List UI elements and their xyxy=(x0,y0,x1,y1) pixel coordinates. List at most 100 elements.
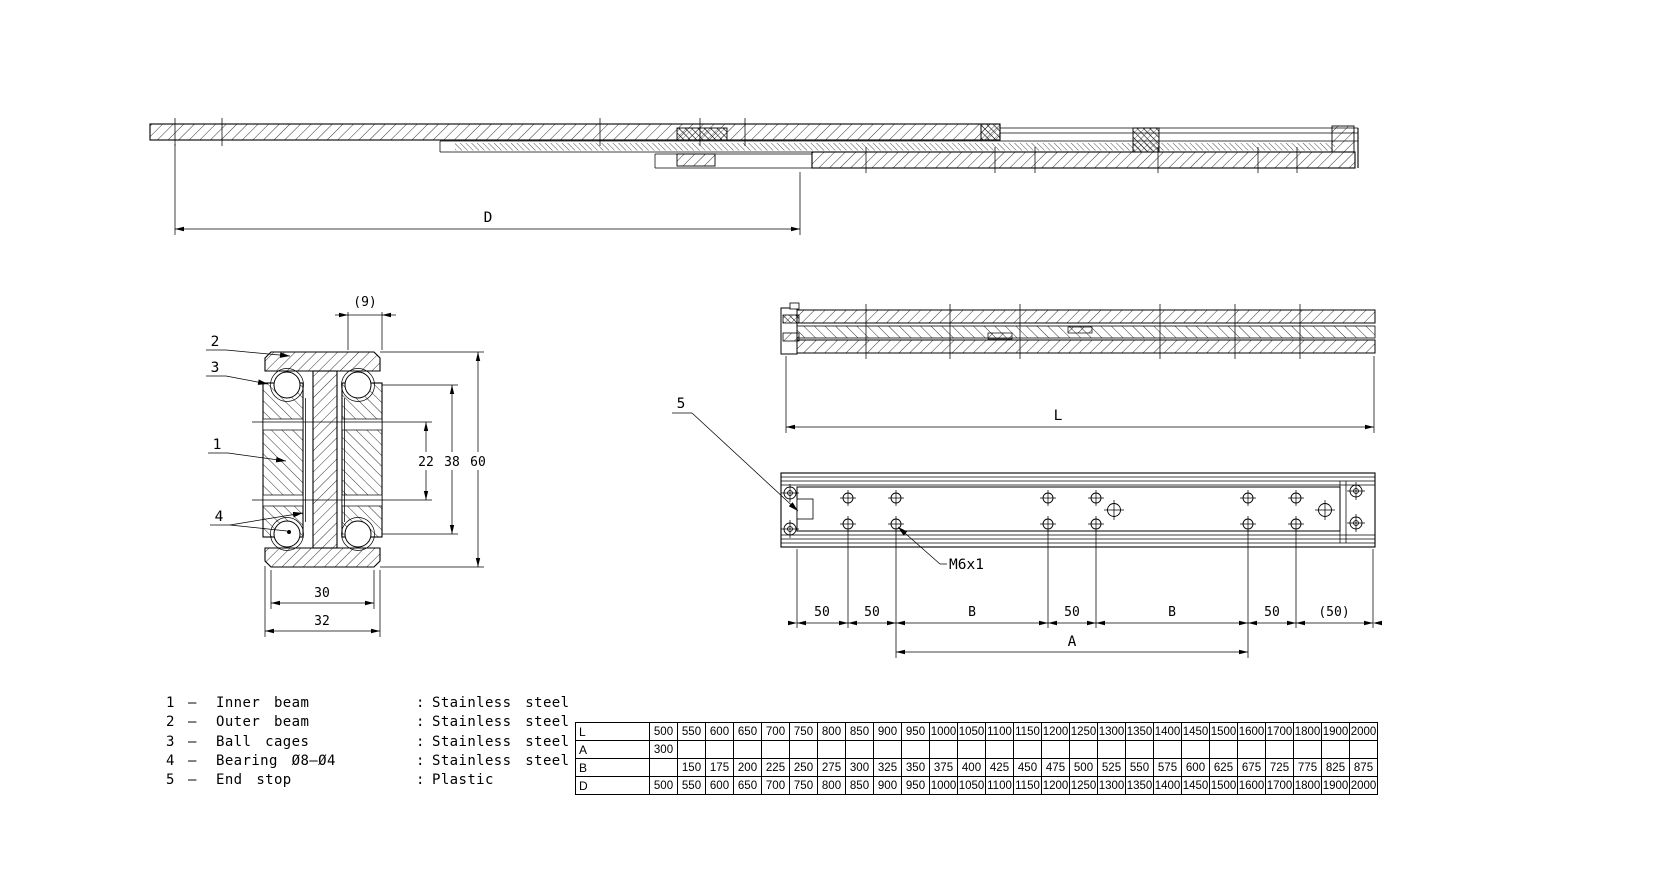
plan-view: 5 M6x1 xyxy=(672,396,1376,573)
raceway-gap xyxy=(341,418,383,431)
leader-line xyxy=(229,511,304,526)
size-table-cell: 825 xyxy=(1321,758,1350,777)
size-table-cell: 425 xyxy=(985,758,1014,777)
size-table-cell xyxy=(901,740,930,759)
ball-cage-block xyxy=(676,127,728,141)
dim-50-label: 50 xyxy=(814,605,830,620)
inner-field xyxy=(796,486,1341,532)
end-cap-hole xyxy=(781,484,799,538)
size-table-cell: 400 xyxy=(957,758,986,777)
inner-beam-band xyxy=(794,339,1376,354)
size-table-cell: 700 xyxy=(761,776,790,795)
dim-50-label: 50 xyxy=(864,605,880,620)
dim-50-label: 50 xyxy=(1064,605,1080,620)
dimension-D: D xyxy=(174,144,801,235)
size-table-cell: 850 xyxy=(845,776,874,795)
part-number: 5 xyxy=(166,772,175,789)
size-table-cell: 850 xyxy=(845,722,874,741)
size-table-cell xyxy=(705,740,734,759)
separator-colon: : xyxy=(416,772,425,789)
size-table-cell: 325 xyxy=(873,758,902,777)
size-table-cell: 1250 xyxy=(1069,776,1098,795)
size-table-cell: 875 xyxy=(1349,758,1378,777)
size-table-cell: 300 xyxy=(845,758,874,777)
dim-A-label: A xyxy=(1068,634,1077,650)
part-name: Outer beam xyxy=(216,714,310,731)
parts-list-row: 4 – Bearing Ø8–Ø4 : Stainless steel xyxy=(166,752,569,771)
size-table-cell: 1800 xyxy=(1293,776,1322,795)
size-table-cell xyxy=(1237,740,1266,759)
inner-beam-right-channel xyxy=(341,382,383,538)
size-table-cell: 225 xyxy=(761,758,790,777)
size-table-cell: 675 xyxy=(1237,758,1266,777)
size-table-cell: 600 xyxy=(1181,758,1210,777)
part-2-callout: 2 xyxy=(211,334,220,350)
center-offset-hole xyxy=(1104,500,1335,520)
size-table-cell: 1900 xyxy=(1321,722,1350,741)
end-stop-block xyxy=(676,153,716,167)
raceway-gap xyxy=(262,494,304,507)
raceway-insert xyxy=(1067,326,1093,334)
separator-dash: – xyxy=(188,695,197,711)
parts-list-row: 5 – End stop : Plastic xyxy=(166,771,569,790)
size-table-cell: 750 xyxy=(789,722,818,741)
part-number: 4 xyxy=(166,752,175,769)
size-table-cell: 550 xyxy=(677,722,706,741)
size-table-cell: 1200 xyxy=(1041,722,1070,741)
size-table-cell: 1250 xyxy=(1069,722,1098,741)
separator-dash: – xyxy=(188,733,197,750)
size-table-row-label: L xyxy=(575,722,650,741)
cross-section-dimensions: (9) 22 38 60 30 32 xyxy=(264,295,486,637)
outer-beam-extended xyxy=(811,151,1356,169)
parts-list-row: 3 – Ball cages : Stainless steel xyxy=(166,733,569,752)
size-table-cell: 1100 xyxy=(985,722,1014,741)
size-table-cell: 500 xyxy=(649,722,678,741)
size-table-cell xyxy=(873,740,902,759)
dim-B-label: B xyxy=(1168,605,1176,620)
size-table-cell: 525 xyxy=(1097,758,1126,777)
bearing-ball xyxy=(273,520,301,548)
size-table-cell xyxy=(929,740,958,759)
leader-line xyxy=(229,524,288,532)
leader-dot xyxy=(287,530,291,534)
size-table-cell xyxy=(733,740,762,759)
mounting-hole-column xyxy=(1088,490,1104,532)
dim-30-label: 30 xyxy=(314,586,330,601)
size-table-cell: 1600 xyxy=(1237,776,1266,795)
separator-dash: – xyxy=(188,772,197,789)
size-table-cell: 1800 xyxy=(1293,722,1322,741)
part-material: Stainless steel xyxy=(432,752,570,769)
mounting-hole-column xyxy=(1240,490,1256,532)
size-table-cell xyxy=(1153,740,1182,759)
size-table-cell: 350 xyxy=(901,758,930,777)
size-table-cell: 600 xyxy=(705,722,734,741)
leader-line xyxy=(225,375,269,385)
part-callouts: 2 3 1 4 xyxy=(206,334,304,534)
size-table-cell xyxy=(677,740,706,759)
ball-cage-ring xyxy=(270,368,304,402)
size-table-cell: 650 xyxy=(733,776,762,795)
bearing-ball xyxy=(273,371,301,399)
ball-cage-block xyxy=(782,314,800,324)
size-table-cell: 1450 xyxy=(1181,776,1210,795)
size-table-row-label: B xyxy=(575,758,650,777)
size-table-cell xyxy=(1069,740,1098,759)
dimension-row-plan: 50 50 B 50 B 50 (50) A xyxy=(788,531,1382,658)
separator-dash: – xyxy=(188,752,197,769)
size-table-cell: 1200 xyxy=(1041,776,1070,795)
leader-line xyxy=(225,349,291,358)
part-name: Inner beam xyxy=(216,695,310,711)
size-table-cell: 800 xyxy=(817,722,846,741)
size-table-cell: 1400 xyxy=(1153,776,1182,795)
outer-beam-top-flange xyxy=(264,351,381,372)
outer-beam-band xyxy=(794,309,1376,324)
size-table-cell: 1400 xyxy=(1153,722,1182,741)
part-number: 1 xyxy=(166,695,175,711)
mounting-hole-column xyxy=(840,490,856,532)
dim-50-label: 50 xyxy=(1264,605,1280,620)
size-table-cell xyxy=(957,740,986,759)
